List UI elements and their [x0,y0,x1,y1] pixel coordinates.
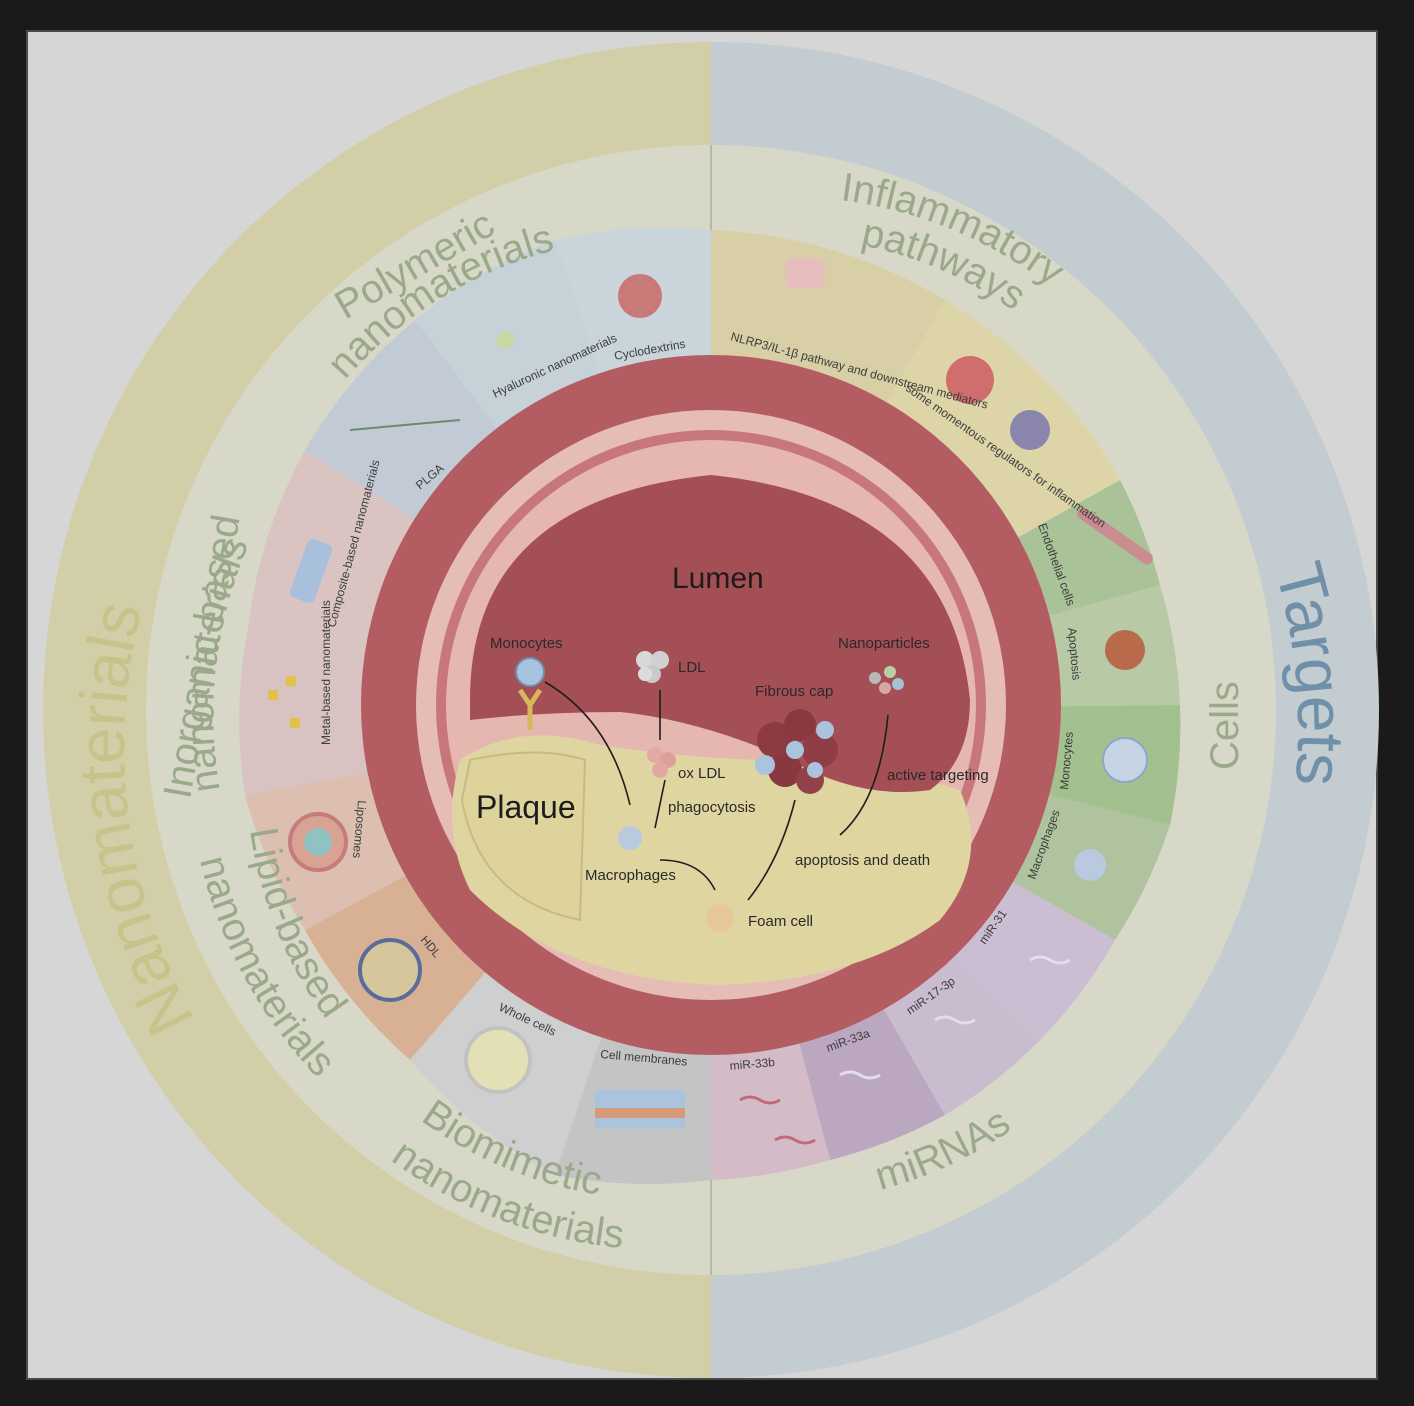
mirna-icons [739,1095,816,1145]
metal-label: Metal-based nanomaterials [319,600,333,745]
monocyte-icon [515,657,545,687]
metal-icon [268,676,300,728]
macrophages-center-label: Macrophages [585,867,676,884]
ox-ldl-icon [647,747,676,778]
fibrous-cap-label: Fibrous cap [755,683,833,700]
foam-cell-label: Foam cell [748,913,813,930]
cells-label: Cells [1203,681,1247,770]
ox-ldl-label: ox LDL [678,765,726,782]
ldl-label: LDL [678,659,706,676]
monocyte-target-icon [1102,737,1148,783]
lumen-label: Lumen [672,562,764,595]
whole-cell-icon [464,1026,532,1094]
nanoparticles-icon [869,666,904,694]
hdl-icon [358,938,422,1002]
plga-icon [349,419,461,431]
active-targeting-label: active targeting [887,767,989,784]
composite-icon [289,539,333,603]
endothelial-icon [1077,507,1153,565]
lumen-region [470,475,970,792]
apoptosis-icon [1105,630,1145,670]
hyaluronic-icon [496,331,514,349]
nlrp3-icon [785,258,825,288]
macrophage-target-icon [1074,849,1106,881]
regulator-icon [946,356,994,404]
receptor-icon [517,688,543,730]
pathway-arrows [544,681,889,901]
apoptosis-death-label: apoptosis and death [795,852,930,869]
plaque-label: Plaque [476,789,576,825]
nanoparticles-label: Nanoparticles [838,635,930,652]
monocytes-center-label: Monocytes [490,635,563,652]
cyclodextrin-icon [618,274,662,318]
monocytes-label: Monocytes [1057,731,1076,790]
apoptosis-label: Apoptosis [1065,627,1084,681]
ldl-icon [636,651,669,683]
macrophage-icon [618,826,642,850]
foam-cell-icon [706,904,734,932]
liposomes-label: Liposomes [350,800,369,859]
phagocytosis-label: phagocytosis [668,799,756,816]
fibrous-cap-cluster [755,709,838,794]
mir33b-label: miR-33b [729,1055,776,1073]
